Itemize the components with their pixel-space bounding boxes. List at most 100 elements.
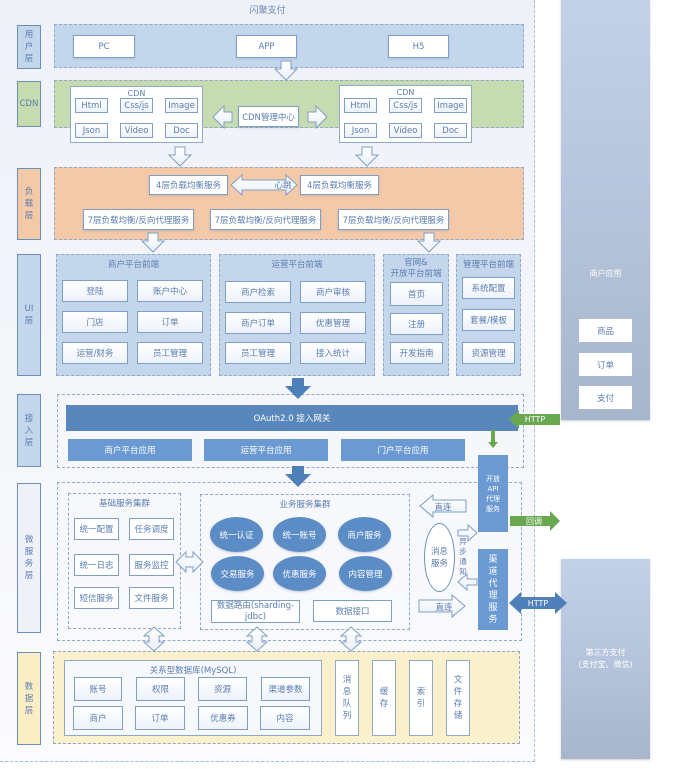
l7-proxy-2[interactable]: 7层负载均衡/反向代理服务 — [210, 209, 321, 230]
box-text: 服 — [488, 602, 498, 613]
cdn-item[interactable]: Video — [120, 123, 153, 138]
group-title: 管理平台前端 — [462, 260, 514, 270]
db-table[interactable]: 渠道参数 — [261, 677, 310, 701]
open-api-proxy-service[interactable]: 开放 API 代理 服务 — [478, 455, 508, 532]
label-char: 据 — [24, 693, 34, 704]
ui-item[interactable]: 开发指南 — [390, 342, 443, 364]
cdn-item[interactable]: Css/js — [389, 98, 422, 113]
ui-item[interactable]: 账户中心 — [137, 280, 203, 302]
ui-item[interactable]: 系统配置 — [462, 277, 515, 299]
db-table[interactable]: 内容 — [260, 706, 310, 730]
ui-item[interactable]: 首页 — [390, 282, 443, 306]
label-char: UI — [24, 304, 34, 314]
third-party-payment-panel[interactable]: 第三方支付 (支付宝、微信) — [561, 559, 650, 759]
l7-proxy-1[interactable]: 7层负载均衡/反向代理服务 — [83, 209, 194, 230]
label-char: 层 — [24, 705, 34, 716]
layer-label-access: 接 入 层 — [17, 394, 41, 467]
base-service[interactable]: 短信服务 — [74, 587, 119, 609]
box-text: 服务 — [430, 558, 448, 569]
ui-item[interactable]: 员工管理 — [137, 342, 203, 364]
layer-label-ui: UI 层 — [17, 254, 41, 376]
biz-service[interactable]: 交易服务 — [211, 556, 264, 591]
label-char: 缓 — [379, 687, 389, 697]
cdn-item[interactable]: Video — [389, 123, 422, 138]
cdn-item[interactable]: Json — [75, 123, 108, 138]
ui-item[interactable]: 注册 — [390, 313, 443, 335]
cache[interactable]: 缓 存 — [372, 660, 396, 736]
cdn-item[interactable]: Html — [344, 98, 377, 113]
ui-item[interactable]: 商户检索 — [225, 281, 291, 303]
cdn-item[interactable]: Doc — [165, 123, 198, 138]
db-table[interactable]: 账号 — [74, 677, 122, 701]
ui-item[interactable]: 商户审核 — [300, 281, 366, 303]
base-service[interactable]: 服务监控 — [129, 554, 174, 576]
box-text: API — [487, 484, 499, 493]
message-queue[interactable]: 消 息 队 列 — [335, 660, 359, 736]
cdn-item[interactable]: Doc — [434, 123, 467, 138]
db-table[interactable]: 订单 — [135, 706, 185, 730]
channel-proxy-service[interactable]: 渠 道 代 理 服 务 — [478, 549, 508, 630]
base-service[interactable]: 统一日志 — [74, 554, 119, 576]
double-arrow-icon — [175, 550, 204, 574]
ui-item[interactable]: 优惠管理 — [300, 312, 366, 334]
ui-item[interactable]: 资源管理 — [462, 342, 515, 364]
direct-connect-label: 直连 — [435, 602, 453, 613]
biz-service[interactable]: 内容管理 — [339, 556, 392, 591]
group-title-line: 官网& — [404, 258, 428, 268]
db-table[interactable]: 商户 — [73, 706, 123, 730]
file-storage[interactable]: 文 件 存 储 — [446, 660, 470, 736]
ui-item[interactable]: 商户订单 — [225, 312, 291, 334]
biz-service[interactable]: 统一账号 — [273, 517, 326, 552]
label-char: 层 — [24, 54, 34, 64]
client-pc[interactable]: PC — [73, 35, 135, 58]
http-in-arrow-icon — [509, 410, 560, 429]
data-interface[interactable]: 数据接口 — [313, 600, 392, 622]
ops-platform-app[interactable]: 运营平台应用 — [204, 439, 328, 461]
arrow-down-solid-icon — [285, 378, 311, 399]
merchant-app-payment[interactable]: 支付 — [579, 386, 632, 409]
merchant-app-panel: 商户应用 商品 订单 支付 — [561, 0, 650, 420]
layer-label-data: 数 据 层 — [17, 652, 41, 745]
ui-item[interactable]: 套餐/模板 — [462, 309, 515, 331]
base-service[interactable]: 统一配置 — [74, 518, 119, 540]
portal-platform-app[interactable]: 门户平台应用 — [341, 439, 465, 461]
ui-item[interactable]: 运营/财务 — [62, 342, 128, 364]
cdn-management-center[interactable]: CDN管理中心 — [238, 106, 299, 127]
arrow-left-icon — [212, 104, 233, 130]
heartbeat-double-arrow-icon — [230, 173, 298, 197]
db-table[interactable]: 权限 — [136, 677, 185, 701]
biz-service[interactable]: 商户服务 — [338, 517, 391, 552]
merchant-app-order[interactable]: 订单 — [579, 353, 632, 376]
biz-service[interactable]: 统一认证 — [210, 517, 263, 552]
box-text: 代 — [488, 578, 498, 589]
db-table[interactable]: 优惠券 — [198, 706, 248, 730]
cdn-item[interactable]: Json — [344, 123, 377, 138]
data-routing-sharding-jdbc[interactable]: 数据路由(sharding- jdbc) — [211, 600, 300, 623]
base-service[interactable]: 任务调度 — [129, 518, 174, 540]
label-char: 户 — [24, 42, 34, 52]
cdn-item[interactable]: Image — [165, 98, 198, 113]
ui-item[interactable]: 接入统计 — [300, 342, 366, 364]
merchant-platform-app[interactable]: 商户平台应用 — [68, 439, 192, 461]
merchant-app-goods[interactable]: 商品 — [579, 319, 632, 342]
cdn-panel-title: CDN — [396, 88, 415, 97]
cdn-item[interactable]: Html — [75, 98, 108, 113]
ui-item[interactable]: 订单 — [137, 311, 203, 333]
ui-item[interactable]: 登陆 — [62, 280, 128, 302]
client-app[interactable]: APP — [236, 35, 297, 58]
oauth-gateway[interactable]: OAuth2.0 接入网关 — [66, 405, 518, 431]
l4-load-balancer-left[interactable]: 4层负载均衡服务 — [149, 175, 228, 195]
biz-service[interactable]: 优惠服务 — [273, 556, 326, 591]
message-service[interactable]: 消息 服务 — [424, 523, 455, 592]
ui-item[interactable]: 门店 — [62, 311, 128, 333]
l4-load-balancer-right[interactable]: 4层负载均衡服务 — [300, 175, 379, 195]
db-table[interactable]: 资源 — [198, 677, 247, 701]
ui-item[interactable]: 员工管理 — [225, 342, 291, 364]
cdn-item[interactable]: Css/js — [120, 98, 153, 113]
cdn-item[interactable]: Image — [434, 98, 467, 113]
client-h5[interactable]: H5 — [388, 35, 449, 58]
base-service[interactable]: 文件服务 — [129, 587, 174, 609]
l7-proxy-3[interactable]: 7层负载均衡/反向代理服务 — [338, 209, 449, 230]
access-layer-band — [57, 394, 524, 468]
search-index[interactable]: 索 引 — [409, 660, 433, 736]
